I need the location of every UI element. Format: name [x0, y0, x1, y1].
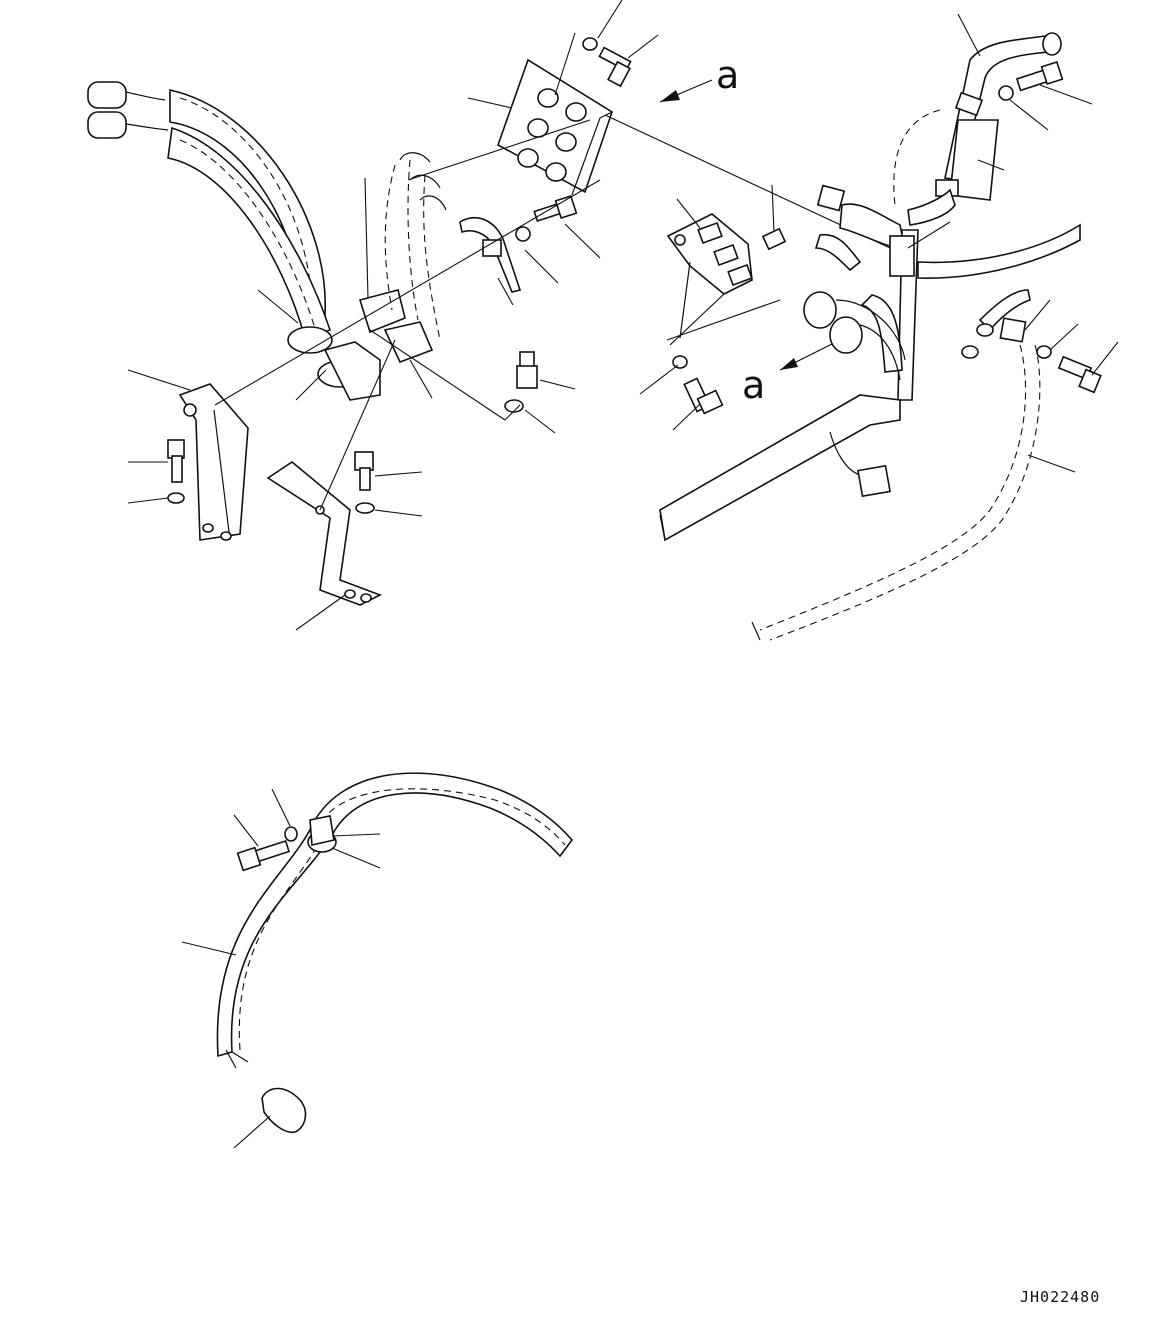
- drawing-code: JH022480: [1020, 1288, 1100, 1306]
- harness-main-rod: [659, 394, 901, 542]
- bracket-plate-with-holes: [497, 58, 613, 196]
- bolt-vertical-center: [504, 351, 538, 413]
- lower-hose: [216, 772, 574, 1058]
- bracket-offset: [266, 451, 382, 606]
- left-upper-harness-group: [87, 81, 522, 401]
- connector-top-left: [87, 81, 169, 139]
- view-label-top: a: [716, 53, 739, 97]
- bolt-mid-center: [515, 194, 578, 242]
- cable-clip: [459, 216, 522, 293]
- bolt-top-center: [582, 37, 632, 88]
- left-bracket-tall: [167, 383, 249, 541]
- end-cap: [261, 1087, 307, 1134]
- leader-lines-right: [639, 13, 1119, 473]
- small-sensor: [761, 227, 787, 251]
- view-arrow-top: a: [659, 53, 739, 103]
- view-label-side: a: [742, 363, 765, 407]
- lower-harness: [181, 772, 574, 1149]
- hose-clamp-1: [287, 326, 333, 354]
- right-upper-assembly: [659, 32, 1102, 641]
- leader-lines-left: [127, 0, 659, 631]
- view-arrow-side: a: [742, 343, 833, 407]
